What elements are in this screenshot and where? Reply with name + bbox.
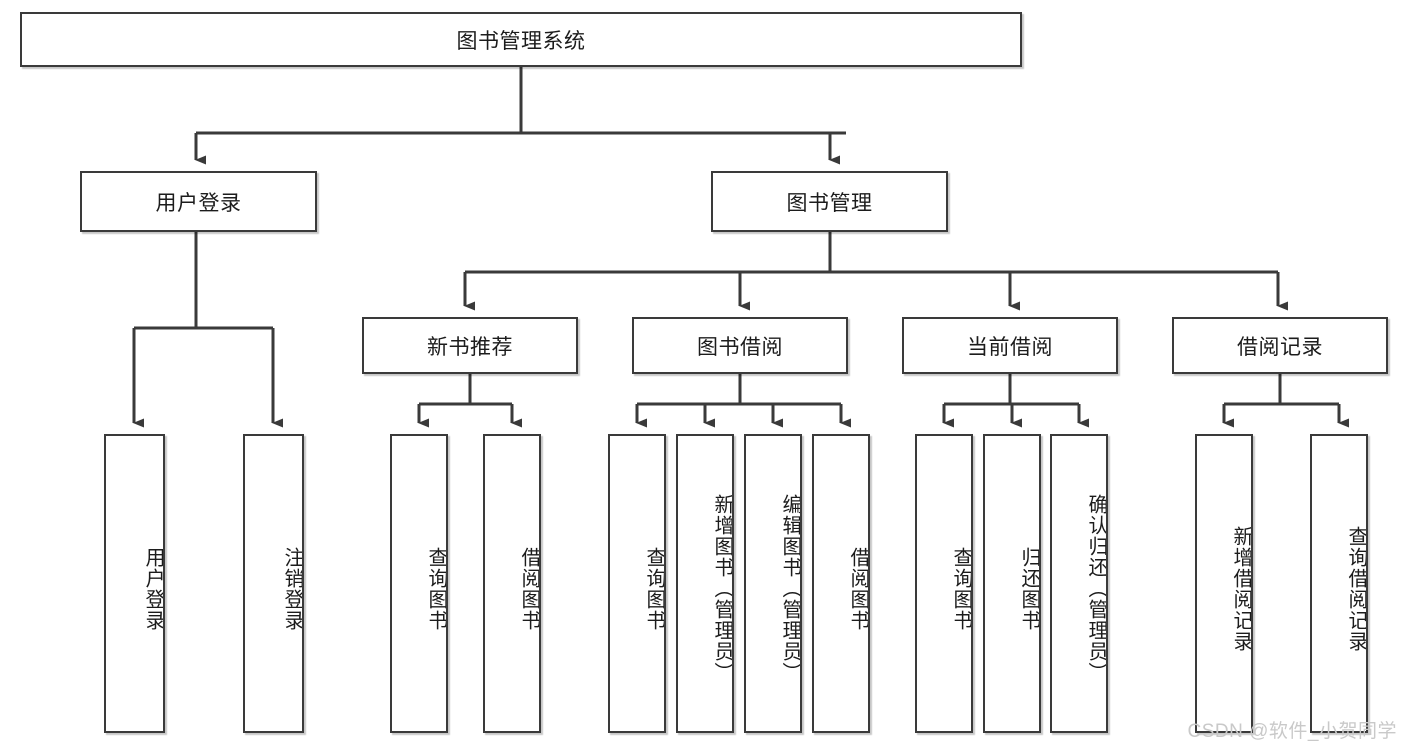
node-leaf-rec-query-book-label: 查询图书 [425,546,447,631]
connector-userlogin-to-leaves [132,232,283,428]
node-leaf-current-confirm-return[interactable]: 确认归还（管理员） [1050,434,1108,733]
node-current-borrow[interactable]: 当前借阅 [902,317,1118,374]
node-leaf-rec-borrow-book-label: 借阅图书 [518,546,540,631]
node-root-label: 图书管理系统 [456,29,586,53]
node-leaf-borrow-edit-book-label: 编辑图书（管理员） [779,494,801,683]
node-leaf-current-confirm-return-label: 确认归还（管理员） [1085,494,1107,683]
node-leaf-user-logout-label: 注销登录 [281,546,303,631]
node-leaf-borrow-borrow-book[interactable]: 借阅图书 [812,434,870,733]
node-book-manage[interactable]: 图书管理 [711,171,948,232]
connector-root-to-level2 [194,67,846,165]
node-user-login-label: 用户登录 [155,191,242,215]
node-leaf-current-return-book[interactable]: 归还图书 [983,434,1041,733]
node-leaf-record-query-label: 查询借阅记录 [1345,525,1367,652]
node-book-manage-label: 图书管理 [786,191,873,215]
node-leaf-rec-query-book[interactable]: 查询图书 [390,434,448,733]
connector-borrowrecord-to-leaves [1222,374,1349,428]
node-leaf-rec-borrow-book[interactable]: 借阅图书 [483,434,541,733]
node-leaf-user-login[interactable]: 用户登录 [104,434,165,733]
node-leaf-user-login-label: 用户登录 [142,546,164,631]
node-current-borrow-label: 当前借阅 [967,335,1053,359]
node-leaf-user-logout[interactable]: 注销登录 [243,434,304,733]
connector-newbook-to-leaves [417,374,522,428]
connector-bookmanage-to-level3 [463,232,1288,311]
node-root[interactable]: 图书管理系统 [20,12,1022,67]
node-leaf-record-query[interactable]: 查询借阅记录 [1310,434,1368,733]
node-leaf-borrow-borrow-book-label: 借阅图书 [847,546,869,631]
connector-bookborrow-to-leaves [635,374,851,428]
node-leaf-current-query-book-label: 查询图书 [950,546,972,631]
node-leaf-borrow-edit-book[interactable]: 编辑图书（管理员） [744,434,802,733]
watermark-text: CSDN @软件_小贺同学 [1187,721,1397,742]
node-user-login[interactable]: 用户登录 [80,171,317,232]
connector-currentborrow-to-leaves [942,374,1089,428]
node-book-borrow-label: 图书借阅 [697,335,783,359]
node-book-borrow[interactable]: 图书借阅 [632,317,848,374]
node-borrow-record[interactable]: 借阅记录 [1172,317,1388,374]
node-new-book-recommend-label: 新书推荐 [427,335,513,359]
node-leaf-borrow-add-book[interactable]: 新增图书（管理员） [676,434,734,733]
node-borrow-record-label: 借阅记录 [1237,335,1323,359]
node-new-book-recommend[interactable]: 新书推荐 [362,317,578,374]
node-leaf-current-query-book[interactable]: 查询图书 [915,434,973,733]
node-leaf-current-return-book-label: 归还图书 [1018,546,1040,631]
node-leaf-borrow-add-book-label: 新增图书（管理员） [711,494,733,683]
node-leaf-record-add-label: 新增借阅记录 [1230,525,1252,652]
node-leaf-record-add[interactable]: 新增借阅记录 [1195,434,1253,733]
node-leaf-borrow-query-book[interactable]: 查询图书 [608,434,666,733]
node-leaf-borrow-query-book-label: 查询图书 [643,546,665,631]
